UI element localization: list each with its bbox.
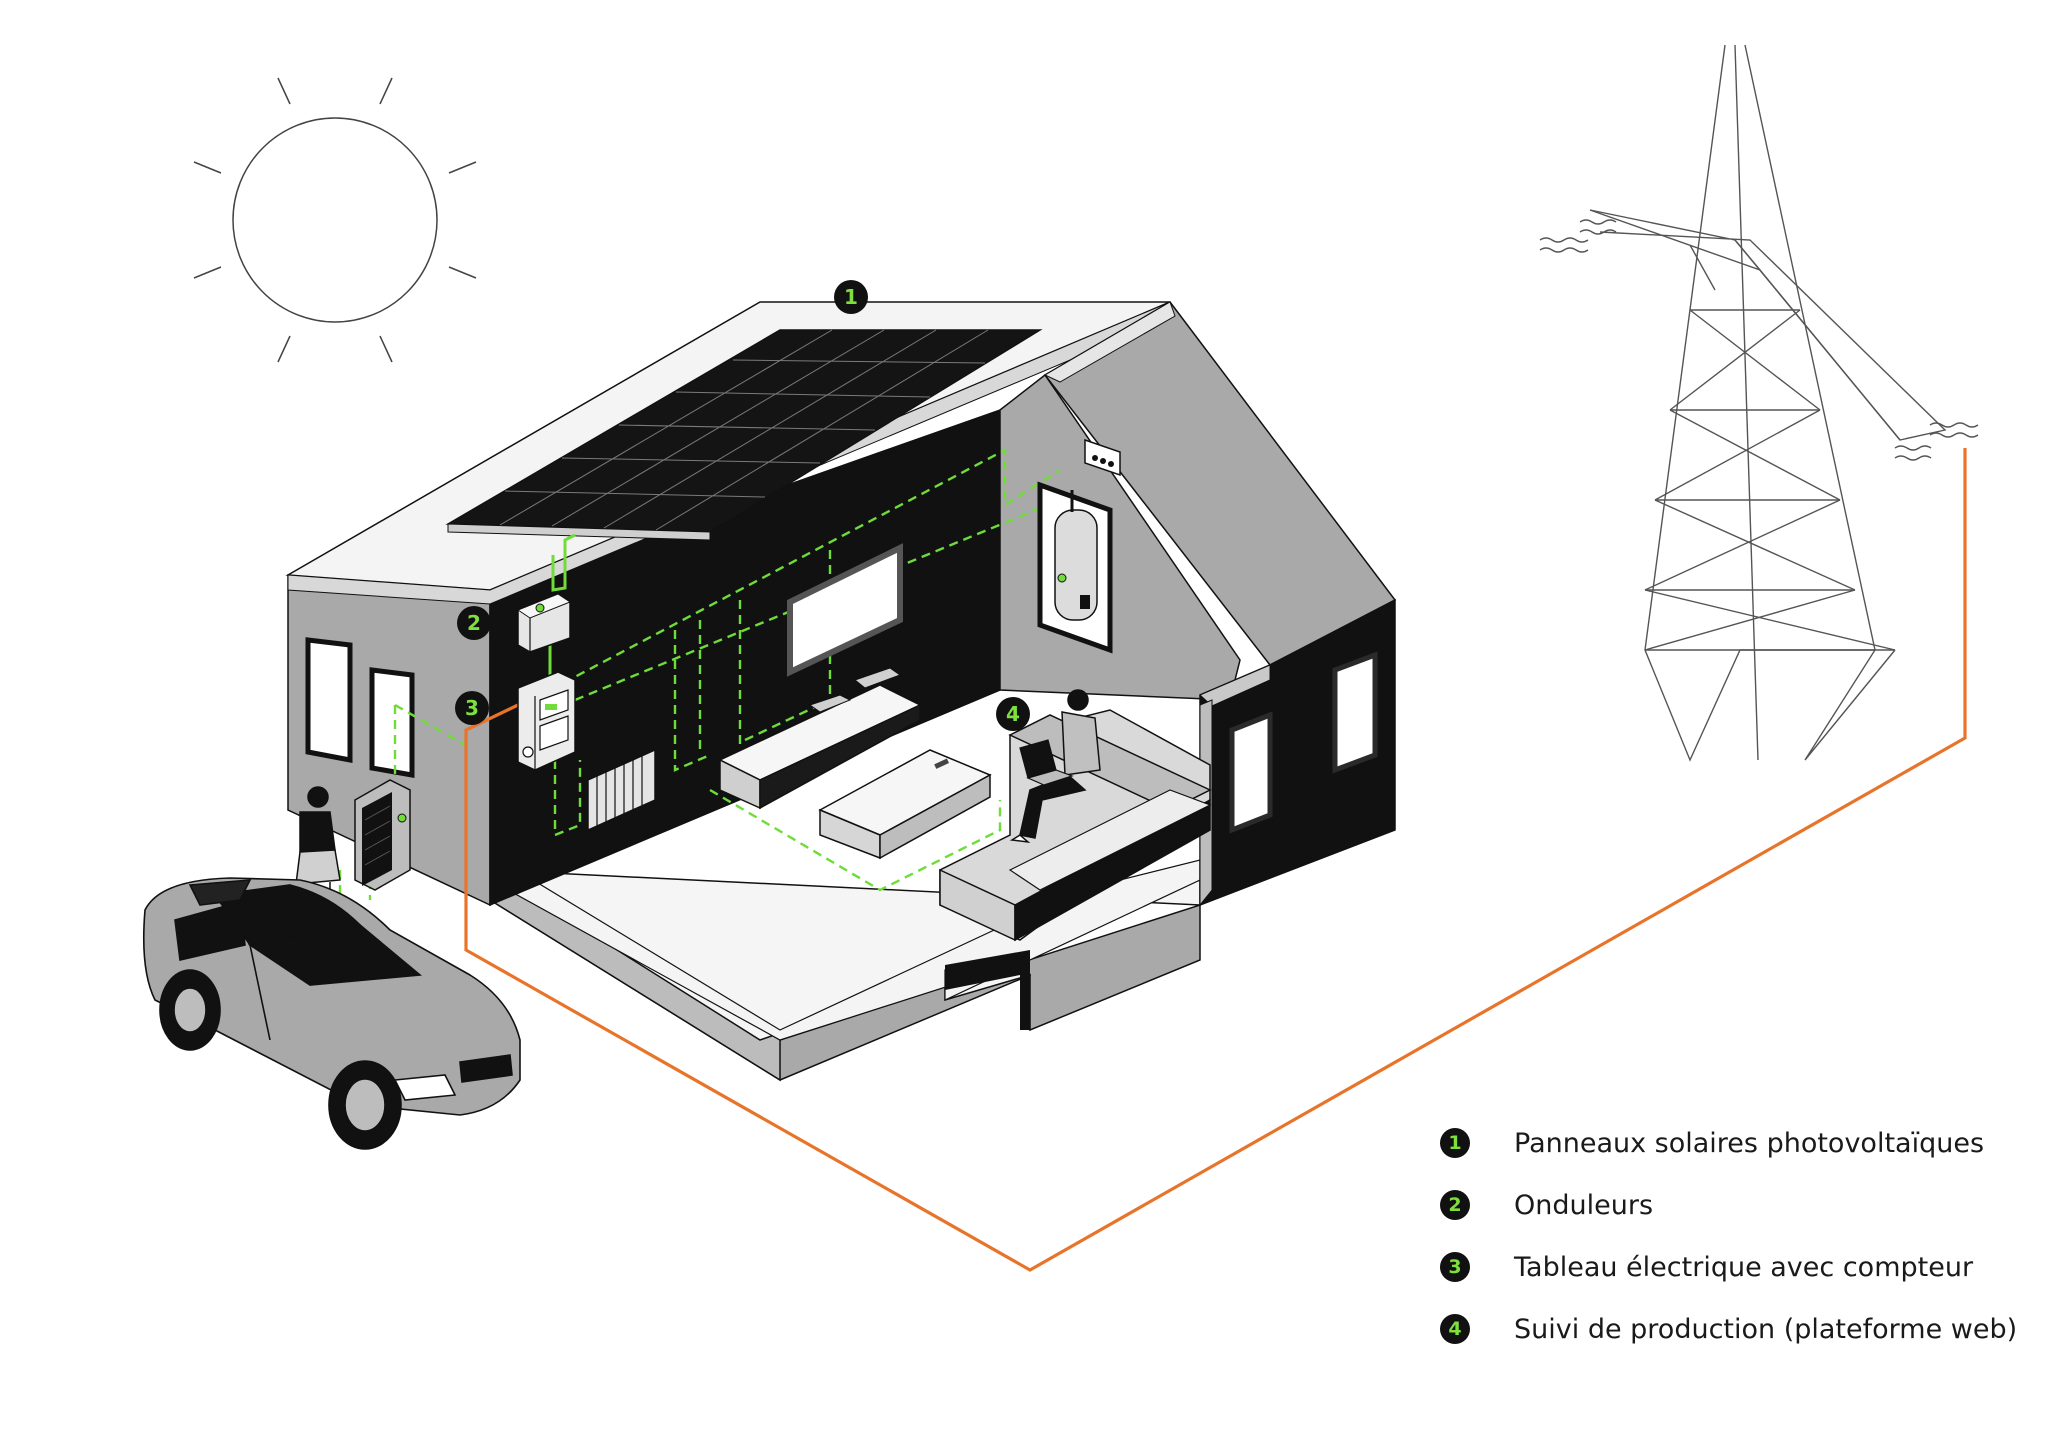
marker-4: 4 [996,697,1030,731]
sofa-icon [939,709,1212,942]
legend-number: 1 [1440,1128,1470,1158]
legend-number: 2 [1440,1190,1470,1220]
radiator-icon [587,748,656,832]
legend-number: 3 [1440,1252,1470,1282]
marker-2: 2 [457,606,491,640]
legend-item-electrical-panel: 3 Tableau électrique avec compteur [1440,1236,2000,1298]
laptop-icon [1019,739,1074,786]
legend-label: Tableau électrique avec compteur [1514,1251,1974,1283]
tv-icon [787,543,903,677]
grid-connection-line [464,448,1967,1272]
marker-number: 1 [844,285,858,309]
legend-number: 4 [1440,1314,1470,1344]
marker-number: 4 [1006,702,1020,726]
thermostat-icon [1084,438,1121,477]
sun-icon [193,77,477,363]
legend-item-production-monitoring: 4 Suivi de production (plateforme web) [1440,1298,2017,1360]
heat-pump-icon [354,779,411,891]
legend-item-inverters: 2 Onduleurs [1440,1174,2000,1236]
marker-3: 3 [455,691,489,725]
coffee-table [818,749,992,860]
person-icon [1009,689,1101,844]
inverter-icon [516,593,572,653]
marker-number: 2 [467,611,481,635]
water-heater-icon [1037,481,1113,654]
pylon-icon [1539,44,1979,762]
marker-1: 1 [834,280,868,314]
meter-panel-icon [517,671,576,771]
marker-number: 3 [465,696,479,720]
tv-stand [718,667,922,810]
legend-label: Panneaux solaires photovoltaïques [1514,1127,1985,1159]
legend-label: Onduleurs [1514,1189,1654,1221]
legend: 1 Panneaux solaires photovoltaïques 2 On… [1440,1112,2017,1360]
car-icon [142,877,521,1150]
solar-panel-icon [445,329,1043,541]
legend-item-pv-panels: 1 Panneaux solaires photovoltaïques [1440,1112,2000,1174]
legend-label: Suivi de production (plateforme web) [1514,1313,2018,1345]
